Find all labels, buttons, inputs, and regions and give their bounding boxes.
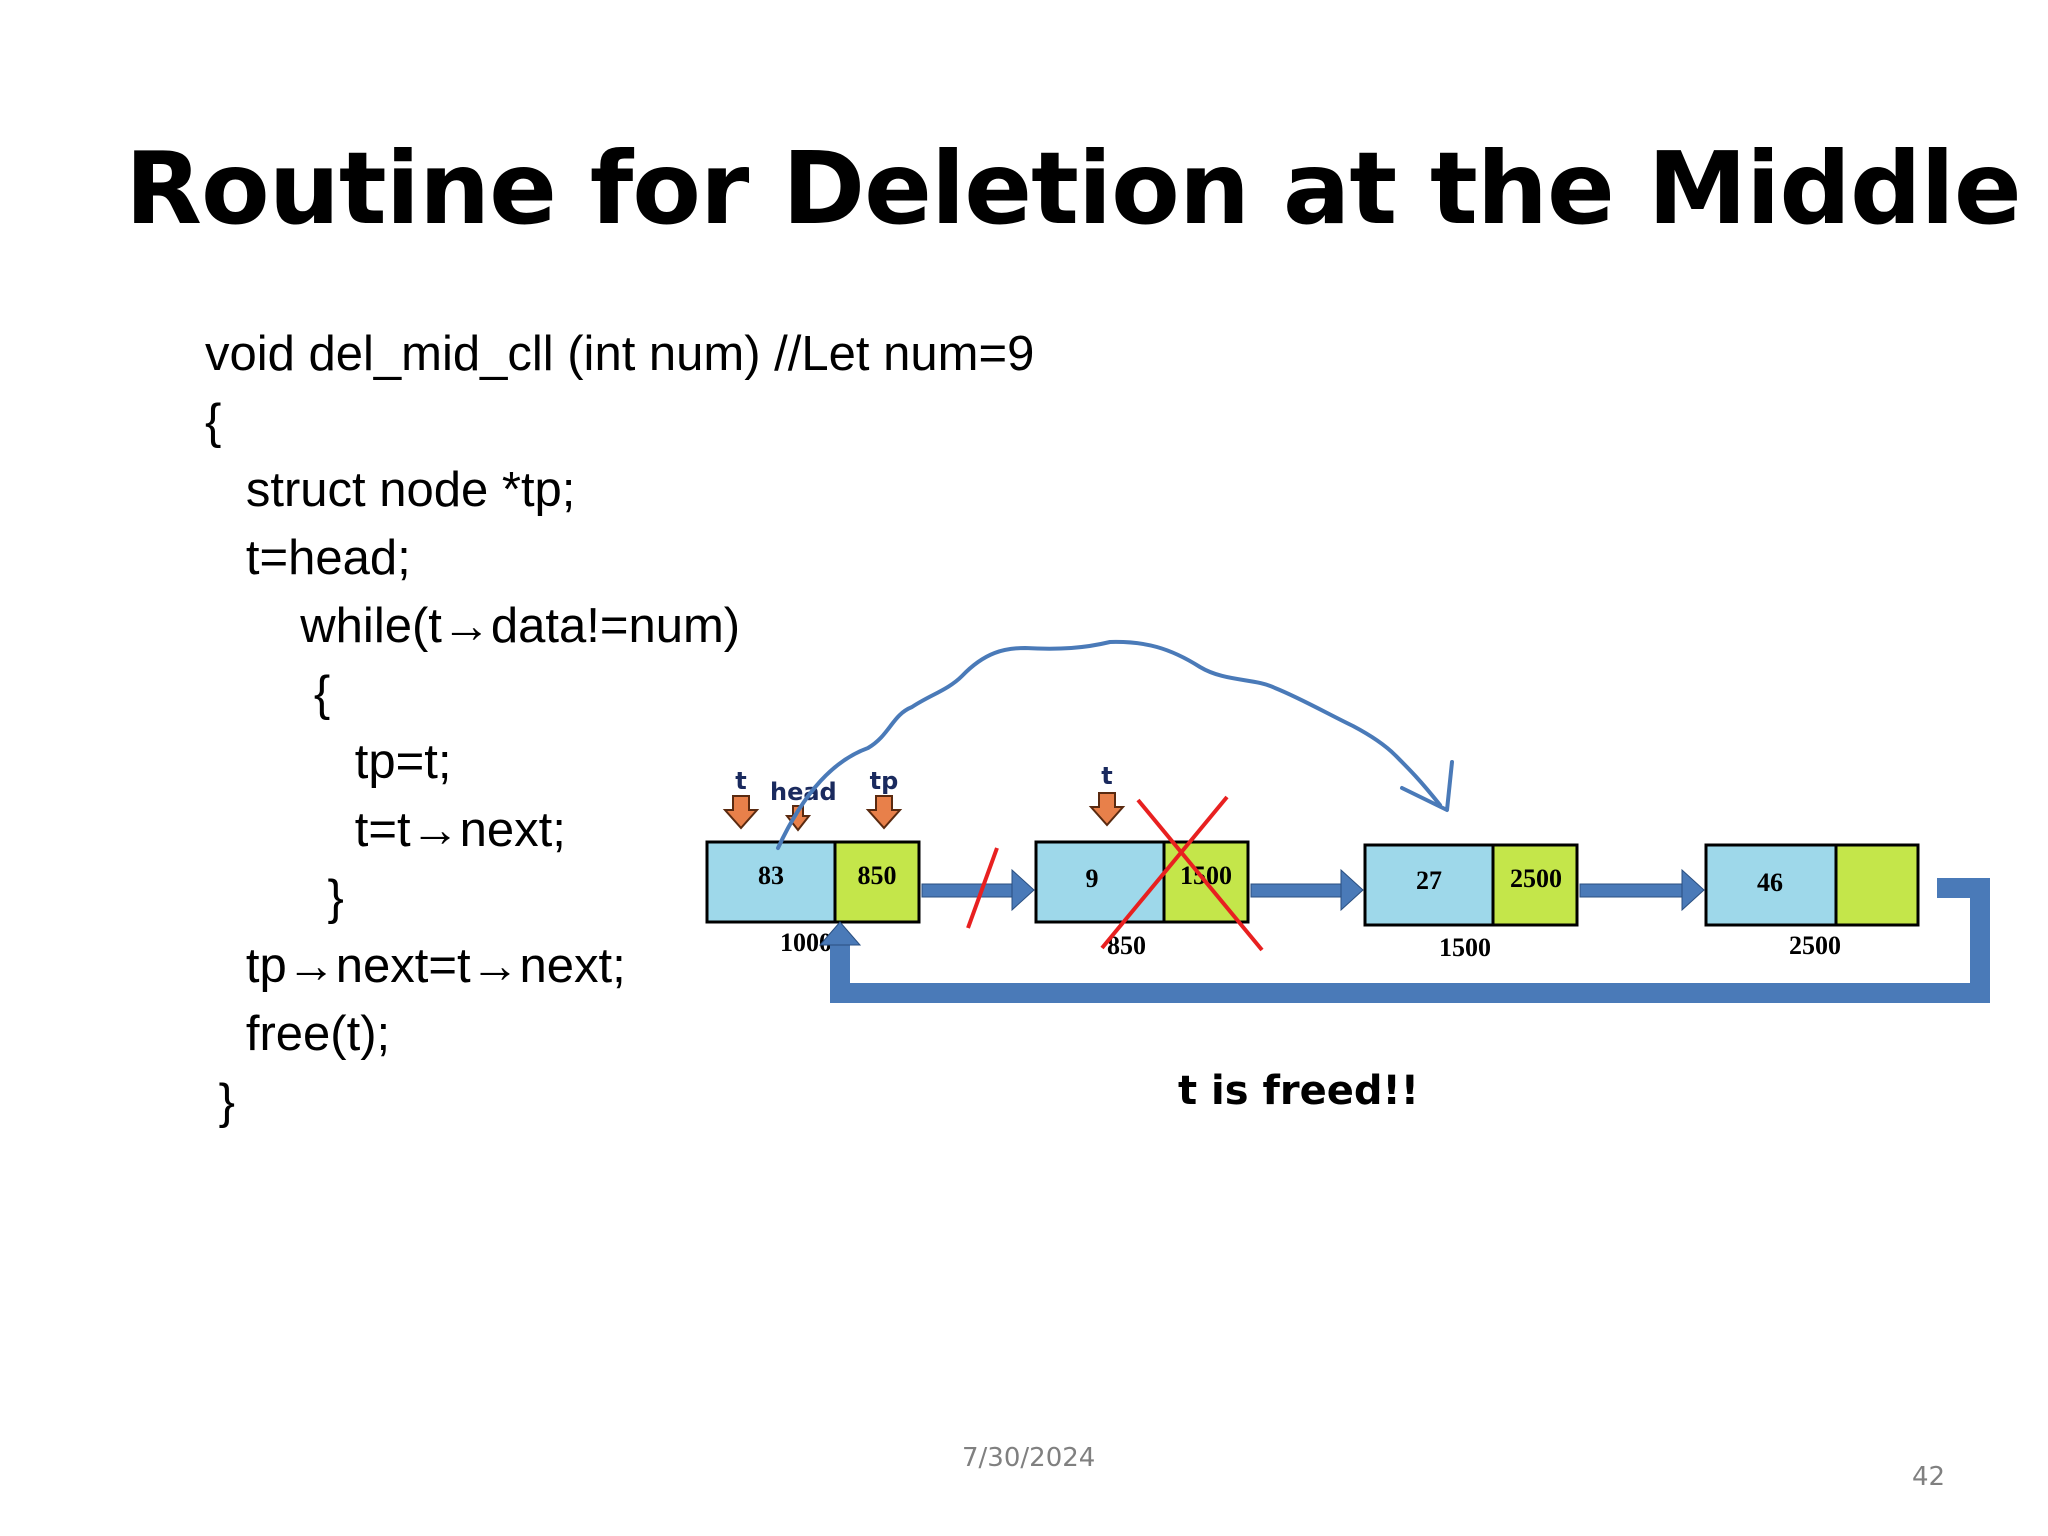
slide-title: Routine for Deletion at the Middle (125, 130, 2022, 247)
link-arrow (1250, 868, 1364, 912)
pointer-label: tp (870, 767, 899, 795)
link-arrow (921, 868, 1035, 912)
code-line: } (205, 1075, 235, 1129)
node-data-value: 27 (1416, 866, 1442, 895)
node-next-value: 850 (858, 861, 897, 890)
pointer-t-marker: t (1088, 762, 1126, 827)
list-node: 46 2500 (1704, 843, 1920, 960)
code-line: struct node *tp; (205, 463, 576, 517)
pointer-head-marker: head (770, 778, 837, 832)
pointer-tp-marker: tp (865, 767, 903, 830)
circular-return-arrow (830, 878, 1990, 1003)
broken-link-slash (966, 847, 999, 929)
node-next-cell (1491, 843, 1579, 927)
code-block: void del_mid_cll (int num) //Let num=9 {… (205, 320, 1034, 1136)
node-next-value: 1500 (1180, 861, 1232, 890)
circular-return-arrowhead (818, 921, 862, 946)
relink-curve-arrow (776, 639, 1442, 850)
node-data-cell (1034, 840, 1166, 924)
code-line: } (205, 871, 344, 925)
node-data-value: 83 (758, 861, 784, 890)
list-node: 83 850 1000 (705, 840, 921, 957)
slide-page-number: 42 (1912, 1462, 1946, 1492)
code-line: t=t→next; (205, 803, 566, 857)
node-data-cell (1363, 843, 1495, 927)
node-next-cell (1834, 843, 1920, 927)
node-address: 1500 (1439, 933, 1491, 962)
code-line: tp→next=t→next; (205, 939, 626, 993)
slide-date: 7/30/2024 (962, 1443, 1096, 1473)
node-address: 2500 (1789, 931, 1841, 960)
freed-caption: t is freed!! (1178, 1068, 1419, 1114)
code-line: void del_mid_cll (int num) //Let num=9 (205, 327, 1035, 381)
node-next-value: 2500 (1510, 864, 1562, 893)
node-data-value: 9 (1086, 864, 1099, 893)
code-line: while(t→data!=num) (205, 599, 741, 653)
code-line: { (205, 667, 331, 721)
pointer-label: t (735, 767, 746, 795)
relink-curve-arrowhead (1400, 760, 1454, 812)
code-line: free(t); (205, 1007, 391, 1061)
link-arrow (1579, 868, 1705, 912)
list-node: 27 2500 1500 (1363, 843, 1579, 962)
deleted-node-cross (1100, 795, 1264, 952)
pointer-label: t (1101, 762, 1112, 790)
code-line: tp=t; (205, 735, 452, 789)
pointer-t-marker: t (722, 767, 760, 830)
code-line: t=head; (205, 531, 411, 585)
node-data-value: 46 (1757, 868, 1783, 897)
code-line: { (205, 395, 222, 449)
node-next-cell (833, 840, 921, 924)
